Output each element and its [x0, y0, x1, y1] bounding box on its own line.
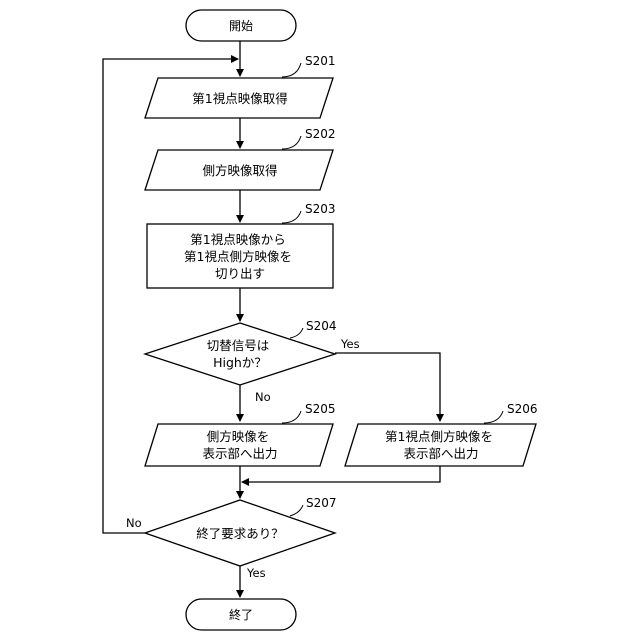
step-s206-leader	[484, 411, 503, 423]
step-s202-leader	[282, 136, 301, 149]
step-s206-id: S206	[507, 402, 538, 416]
start-terminal: 開始	[186, 10, 296, 41]
decision-s207-text: 終了要求あり？	[196, 526, 284, 541]
decision-s207-no-label: No	[126, 516, 142, 530]
decision-s207: 終了要求あり？ S207 No Yes	[126, 496, 337, 580]
decision-s204-leader	[290, 328, 303, 338]
step-s201-leader	[282, 63, 301, 77]
step-s202-id: S202	[305, 127, 336, 141]
step-s201-text: 第1視点映像取得	[192, 91, 287, 106]
decision-s204-yes-label: Yes	[340, 337, 360, 351]
step-s203-leader	[282, 211, 301, 223]
decision-s207-id: S207	[306, 496, 337, 510]
step-s206: 第1視点側方映像を 表示部へ出力 S206	[345, 402, 538, 466]
decision-s204-no-label: No	[255, 390, 271, 404]
end-terminal: 終了	[186, 599, 296, 630]
end-label: 終了	[229, 607, 253, 622]
arrow-s206-to-merge	[242, 466, 440, 482]
start-label: 開始	[229, 19, 253, 33]
step-s203-id: S203	[305, 202, 336, 216]
decision-s204: 切替信号は Highか？ S204 Yes No	[145, 319, 360, 404]
decision-s207-leader	[290, 505, 303, 516]
step-s201-id: S201	[305, 54, 336, 68]
step-s203: 第1視点映像から 第1視点側方映像を 切り出す S203	[147, 202, 336, 288]
step-s202-text: 側方映像取得	[202, 163, 277, 178]
arrow-s204-yes-to-s206	[335, 353, 440, 421]
step-s205-id: S205	[305, 402, 336, 416]
decision-s204-id: S204	[306, 319, 337, 333]
step-s205-leader	[282, 411, 301, 423]
decision-s207-yes-label: Yes	[246, 566, 266, 580]
